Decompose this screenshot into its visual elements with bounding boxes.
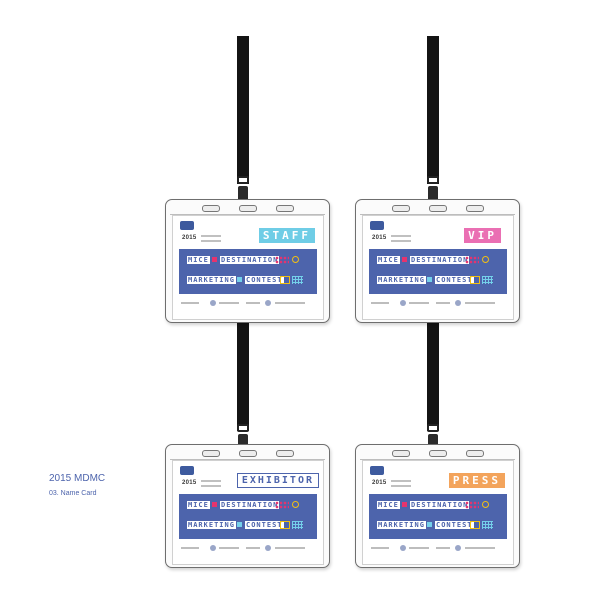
banner-word: MARKETING [377,276,426,284]
name-card: 2015 VIP MICE DESTINATION MARKETING CONT… [362,215,514,320]
badge-holder-staff: 2015 STAFF MICE DESTINATION MARKETING CO… [165,199,330,323]
lanyard-strap [427,321,439,431]
caption-subtitle: 03. Name Card [49,490,97,497]
banner-word: MARKETING [187,521,236,529]
banner-word: MICE [377,501,400,509]
banner-word: DESTINATION [220,256,280,264]
banner-word: MICE [377,256,400,264]
role-label: PRESS [448,473,505,488]
card-year: 2015 [372,480,387,486]
badge-holder-exhibitor: 2015 EXHIBITOR MICE DESTINATION MARKETIN… [165,444,330,568]
banner-word: MICE [187,501,210,509]
event-logo-icon [370,221,384,230]
lanyard-strap [237,36,249,184]
card-year: 2015 [182,480,197,486]
card-year: 2015 [372,235,387,241]
event-logo-icon [370,466,384,475]
lanyard-strap [237,321,249,431]
lanyard-clip-icon [426,176,440,206]
name-card: 2015 PRESS MICE DESTINATION MARKETING CO… [362,460,514,565]
role-label: STAFF [258,228,315,243]
name-card: 2015 EXHIBITOR MICE DESTINATION MARKETIN… [172,460,324,565]
contest-banner: MICE DESTINATION MARKETING CONTEST [369,249,507,294]
lanyard-clip-icon [236,176,250,206]
lanyard-clip-icon [236,424,250,454]
badge-holder-vip: 2015 VIP MICE DESTINATION MARKETING CONT… [355,199,520,323]
banner-word: CONTEST [435,521,474,529]
lanyard-clip-icon [426,424,440,454]
banner-word: MARKETING [377,521,426,529]
role-label: VIP [464,228,501,243]
banner-word: DESTINATION [220,501,280,509]
contest-banner: MICE DESTINATION MARKETING CONTEST [179,249,317,294]
caption-title: 2015 MDMC [49,473,106,484]
contest-banner: MICE DESTINATION MARKETING CONTEST [179,494,317,539]
banner-word: DESTINATION [410,501,470,509]
contest-banner: MICE DESTINATION MARKETING CONTEST [369,494,507,539]
event-logo-icon [180,221,194,230]
banner-word: CONTEST [435,276,474,284]
banner-word: CONTEST [245,521,284,529]
name-card: 2015 STAFF MICE DESTINATION MARKETING CO… [172,215,324,320]
lanyard-strap [427,36,439,184]
card-year: 2015 [182,235,197,241]
role-label: EXHIBITOR [236,473,319,488]
banner-word: MICE [187,256,210,264]
banner-word: CONTEST [245,276,284,284]
event-logo-icon [180,466,194,475]
badge-holder-press: 2015 PRESS MICE DESTINATION MARKETING CO… [355,444,520,568]
banner-word: MARKETING [187,276,236,284]
banner-word: DESTINATION [410,256,470,264]
